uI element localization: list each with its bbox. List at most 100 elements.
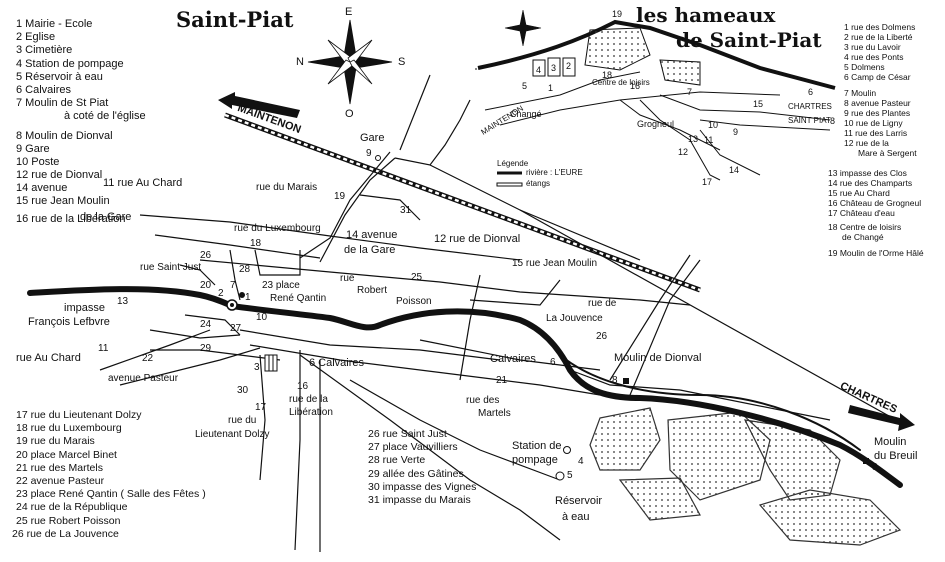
chartres-arrow bbox=[848, 405, 915, 431]
inset-num: 6 bbox=[808, 87, 814, 97]
map-number: 18 bbox=[250, 238, 262, 249]
map-number: 8 bbox=[612, 375, 618, 386]
inset-num: 14 bbox=[729, 165, 740, 175]
legend-item: 2 rue de la Liberté bbox=[844, 32, 913, 42]
legend-item: 31 impasse du Marais bbox=[368, 493, 471, 506]
map-number: 6 bbox=[550, 357, 556, 368]
map-number: 25 bbox=[411, 272, 423, 283]
label-jean-moulin: 15 rue Jean Moulin bbox=[512, 258, 598, 269]
inset-num: 12 bbox=[678, 147, 689, 157]
label-rue-chard: rue Au Chard bbox=[16, 352, 81, 364]
compass-rose-inset bbox=[504, 9, 542, 47]
label-calvaires: Calvaires bbox=[490, 353, 536, 365]
label-place-2: René Qantin bbox=[270, 293, 327, 304]
legend-item: 4 rue des Ponts bbox=[844, 52, 904, 62]
map-number: 28 bbox=[239, 264, 251, 275]
legend-item: 26 rue de La Jouvence bbox=[12, 527, 119, 540]
map-number: 3 bbox=[254, 362, 260, 373]
map-number: 20 bbox=[200, 280, 212, 291]
legend-right-2: 13 impasse des Clos 14 rue des Champarts… bbox=[828, 168, 924, 258]
compass-s: O bbox=[345, 108, 354, 120]
inset-num: 7 bbox=[687, 87, 693, 97]
label-impasse-2: François Lefbvre bbox=[28, 316, 110, 328]
inset-num: 13 bbox=[688, 134, 699, 144]
legend-gare: de la Gare bbox=[80, 211, 132, 223]
map-number: 21 bbox=[496, 375, 508, 386]
legend-item: 27 place Vauvilliers bbox=[368, 441, 458, 454]
legend-item: 3 Cimetière bbox=[16, 44, 73, 57]
label-breuil-2: du Breuil bbox=[874, 450, 918, 462]
label-jouvence-2: La Jouvence bbox=[546, 313, 603, 324]
label-reservoir-2: à eau bbox=[562, 511, 590, 523]
label-robert-2: Robert bbox=[357, 285, 388, 296]
railway bbox=[224, 112, 906, 426]
legend-item: 22 avenue Pasteur bbox=[16, 474, 105, 487]
compass-w: N bbox=[296, 56, 304, 68]
map-number: 27 bbox=[230, 323, 242, 334]
inset-num: 16 bbox=[630, 81, 641, 91]
compass-e: S bbox=[398, 56, 406, 68]
label-liberation-3: Libération bbox=[289, 407, 333, 418]
inset-change: Changé bbox=[510, 109, 542, 119]
legend-item: 15 rue Jean Moulin bbox=[16, 195, 110, 208]
legend-item: 29 allée des Gâtines bbox=[368, 467, 464, 480]
inset-num: 5 bbox=[522, 81, 528, 91]
label-moulin-dionval: Moulin de Dionval bbox=[614, 352, 702, 364]
legend-item: 10 Poste bbox=[16, 155, 60, 168]
legend-item: 28 rue Verte bbox=[368, 454, 426, 467]
legend-item: 9 rue des Plantes bbox=[844, 108, 911, 118]
label-martels-1: rue des bbox=[466, 395, 500, 406]
map-number: 1 bbox=[245, 292, 251, 303]
legend-item: 11 rue des Larris bbox=[844, 128, 908, 138]
legend-item: 12 rue de la bbox=[844, 138, 889, 148]
legend-top-left: 1 Mairie - Ecole 2 Eglise 3 Cimetière 4 … bbox=[16, 18, 146, 226]
inset-centre: Centre de loisirs bbox=[592, 78, 650, 87]
label-reservoir-1: Réservoir bbox=[555, 495, 603, 507]
inset-num: 8 bbox=[830, 116, 836, 126]
label-impasse-1: impasse bbox=[64, 302, 105, 314]
label-6-calvaires: 6 Calvaires bbox=[309, 357, 365, 369]
label-dolzy-2: Lieutenant Dolzy bbox=[195, 429, 270, 440]
map-number: 9 bbox=[366, 148, 372, 159]
label-dolzy-1: rue du bbox=[228, 415, 257, 426]
map-number: 22 bbox=[142, 353, 154, 364]
legend-bottom-left: 17 rue du Lieutenant Dolzy 18 rue du Lux… bbox=[12, 409, 206, 541]
map-number: 24 bbox=[200, 319, 212, 330]
map-number: 13 bbox=[117, 296, 129, 307]
map-number: 17 bbox=[255, 402, 267, 413]
legend-item: 6 Camp de César bbox=[844, 72, 911, 82]
ponds bbox=[589, 407, 902, 546]
legend-item: Mare à Sergent bbox=[858, 148, 917, 158]
inset-num: 17 bbox=[702, 177, 713, 187]
label-rue-marais: rue du Marais bbox=[256, 182, 318, 193]
legend-item: 20 place Marcel Binet bbox=[16, 448, 117, 461]
inset-num: 3 bbox=[551, 63, 557, 73]
map-number: 4 bbox=[578, 456, 584, 467]
compass-rose bbox=[307, 19, 393, 105]
map-number: 11 bbox=[98, 343, 109, 354]
legend-item: 14 avenue bbox=[16, 182, 68, 195]
label-station-2: pompage bbox=[512, 454, 558, 466]
legend-item: 7 Moulin bbox=[844, 88, 877, 98]
inset-num: 18 bbox=[602, 70, 613, 80]
inset-num: 4 bbox=[536, 65, 542, 75]
inset-num: 15 bbox=[753, 99, 764, 109]
legend-item: 7 Moulin de St Piat bbox=[16, 97, 109, 110]
legend-chard: 11 rue Au Chard bbox=[103, 177, 183, 189]
label-robert-1: rue bbox=[340, 273, 355, 284]
label-rue-luxembourg: rue du Luxembourg bbox=[234, 223, 321, 234]
legend-item: 30 impasse des Vignes bbox=[368, 480, 477, 493]
legend-item: 16 rue de la Libération bbox=[16, 212, 126, 225]
inset-num: 10 bbox=[708, 120, 719, 130]
inset-num: 1 bbox=[548, 83, 554, 93]
legend-item: 4 Station de pompage bbox=[16, 57, 124, 70]
map-title: Saint-Piat bbox=[176, 7, 294, 32]
label-jouvence-1: rue de bbox=[588, 298, 617, 309]
legend-item: 18 rue du Luxembourg bbox=[16, 422, 122, 435]
label-martels-2: Martels bbox=[478, 408, 511, 419]
legend-item: 14 rue des Champarts bbox=[828, 178, 913, 188]
legend-bottom-mid: 26 rue Saint Just 27 place Vauvilliers 2… bbox=[368, 428, 476, 507]
label-gare: Gare bbox=[360, 132, 385, 144]
